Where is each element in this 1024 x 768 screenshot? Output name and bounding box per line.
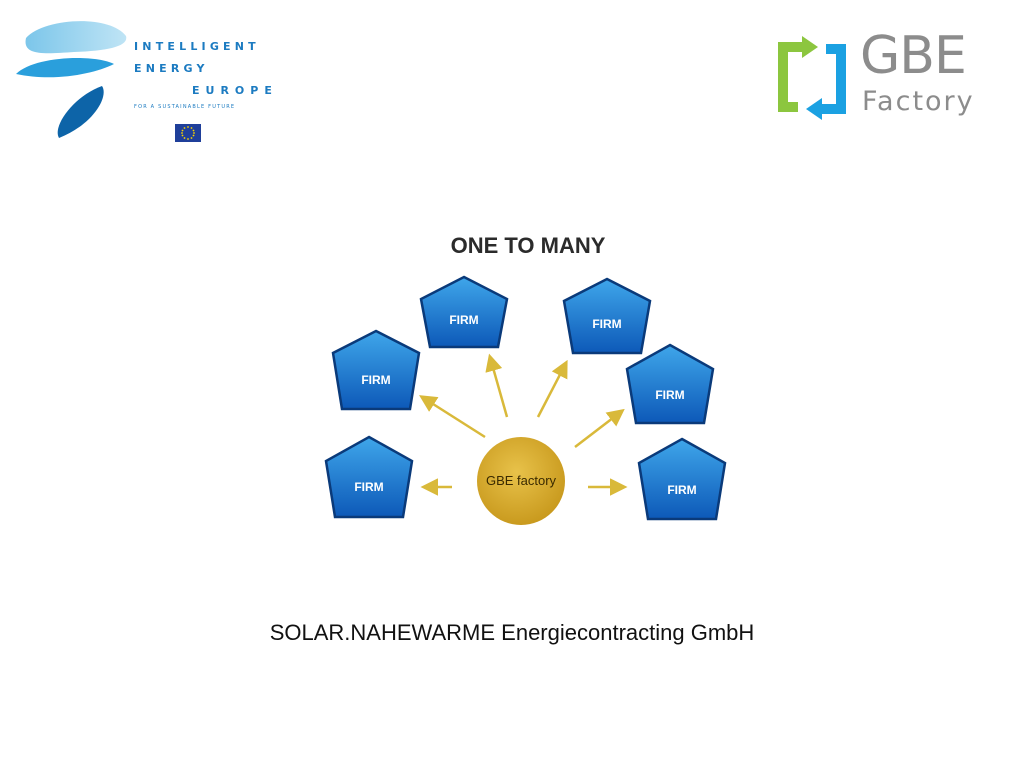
iee-tagline: FOR A SUSTAINABLE FUTURE [134,104,236,110]
iee-line-2: ENERGY [134,62,209,75]
firm-label: FIRM [667,483,696,497]
firm-label: FIRM [354,480,383,494]
arrows [419,353,628,496]
gbe-wordmark: GBE [860,26,967,86]
gbe-factory-hub: GBE factory [477,437,565,525]
firm-node-top-right: FIRM [562,277,652,355]
arrow-firm-top-left [485,353,509,418]
iee-line-1: INTELLIGENT [134,40,260,53]
eu-flag-icon [175,124,201,142]
one-to-many-diagram: ONE TO MANY FIRM FIRM FIRM FIRM FIRM FIR… [324,233,727,525]
recycle-arrows-icon [778,36,846,120]
diagram-title: ONE TO MANY [451,233,606,258]
hub-label: GBE factory [486,473,557,488]
arrow-firm-top-right [536,359,568,418]
iee-swoosh-icon [16,21,127,138]
gbe-factory-logo: GBE Factory [772,26,1002,127]
firm-node-right-lower: FIRM [637,437,727,521]
firm-node-left-upper: FIRM [331,329,421,411]
firm-label: FIRM [449,313,478,327]
company-name: SOLAR.NAHEWARME Energiecontracting GmbH [269,620,755,645]
firm-node-left-lower: FIRM [324,435,414,519]
arrow-firm-left-upper [419,395,486,439]
firm-label: FIRM [361,373,390,387]
arrow-firm-right-upper [574,408,625,448]
firm-label: FIRM [592,317,621,331]
gbe-subtitle: Factory [862,86,975,117]
firm-node-top-left: FIRM [419,275,509,349]
firm-label: FIRM [655,388,684,402]
iee-logo: INTELLIGENT ENERGY EUROPE FOR A SUSTAINA… [14,16,274,146]
iee-line-3: EUROPE [192,84,278,97]
firm-node-right-upper: FIRM [625,343,715,425]
